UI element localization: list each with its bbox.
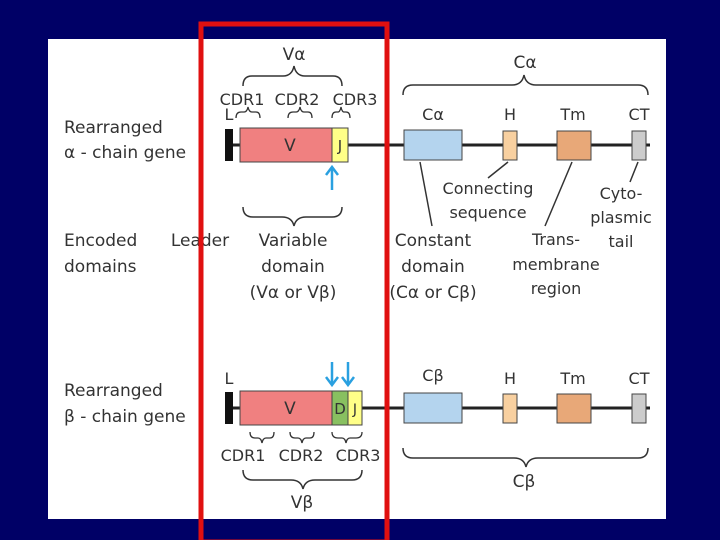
alpha-v-group-label: Vα bbox=[283, 45, 306, 65]
beta-cdr3-label: CDR3 bbox=[336, 446, 381, 465]
beta-h-segment-label: H bbox=[504, 369, 516, 388]
variable-label-2: domain bbox=[261, 257, 325, 277]
encoded-row-label-1: Encoded bbox=[64, 231, 137, 251]
beta-v-brace bbox=[242, 469, 363, 490]
variable-label-3: (Vα or Vβ) bbox=[250, 283, 337, 303]
alpha-row-label-2: α - chain gene bbox=[64, 143, 186, 163]
alpha-cdr2-brace bbox=[287, 106, 313, 119]
alpha-ct-segment-label: CT bbox=[629, 105, 650, 124]
beta-c-segment bbox=[403, 392, 463, 424]
highlight-box bbox=[198, 21, 390, 540]
beta-v-segment-label: V bbox=[284, 399, 296, 419]
beta-j-segment bbox=[347, 390, 363, 426]
beta-ct-segment-label: CT bbox=[629, 369, 650, 388]
beta-h-segment bbox=[502, 393, 518, 424]
alpha-v-brace bbox=[242, 65, 343, 87]
alpha-row-label-1: Rearranged bbox=[64, 118, 163, 138]
alpha-ct-segment bbox=[631, 130, 647, 161]
connecting-label-1: Connecting bbox=[443, 179, 534, 198]
alpha-h-segment bbox=[502, 130, 518, 161]
variable-domain-brace bbox=[242, 206, 343, 227]
alpha-c-segment bbox=[403, 129, 463, 161]
beta-tm-segment bbox=[556, 393, 592, 424]
connecting-label-2: sequence bbox=[449, 203, 526, 222]
constant-label-2: domain bbox=[401, 257, 465, 277]
beta-c-segment-label: Cβ bbox=[422, 366, 443, 385]
beta-v-group-label: Vβ bbox=[291, 493, 313, 513]
alpha-tm-segment-label: Tm bbox=[559, 105, 585, 124]
cyto-label-1: Cyto- bbox=[600, 184, 643, 203]
beta-leader-label: L bbox=[225, 369, 234, 388]
variable-label-1: Variable bbox=[259, 231, 328, 251]
constant-label-3: (Cα or Cβ) bbox=[389, 283, 476, 303]
cyto-pointer bbox=[629, 161, 639, 183]
alpha-c-brace bbox=[402, 74, 649, 96]
beta-j-segment-label: J bbox=[352, 402, 357, 418]
alpha-c-group-label: Cα bbox=[513, 53, 536, 73]
constant-pointer bbox=[419, 161, 433, 227]
beta-ct-segment bbox=[631, 393, 647, 424]
connecting-pointer bbox=[487, 161, 509, 179]
alpha-cdr2-label: CDR2 bbox=[275, 90, 320, 109]
alpha-v-segment bbox=[239, 127, 333, 163]
trans-label-3: region bbox=[531, 279, 582, 298]
alpha-leader-bar bbox=[225, 129, 233, 161]
constant-label-1: Constant bbox=[395, 231, 472, 251]
beta-row-label-2: β - chain gene bbox=[64, 407, 186, 427]
alpha-junction-arrow bbox=[325, 164, 339, 190]
beta-row-label-1: Rearranged bbox=[64, 381, 163, 401]
beta-junction-arrows bbox=[325, 362, 355, 388]
encoded-row-label-2: domains bbox=[64, 257, 137, 277]
trans-label-1: Trans- bbox=[531, 230, 580, 249]
beta-c-brace bbox=[402, 447, 649, 468]
alpha-cdr3-brace bbox=[331, 106, 351, 119]
beta-cdr1-brace bbox=[249, 431, 275, 444]
beta-cdr3-brace bbox=[331, 431, 363, 444]
beta-leader-bar bbox=[225, 392, 233, 424]
beta-d-segment-label: D bbox=[334, 400, 346, 418]
alpha-cdr1-brace bbox=[235, 106, 261, 119]
alpha-j-segment-label: J bbox=[337, 137, 342, 155]
white-panel bbox=[48, 39, 666, 519]
alpha-tm-segment bbox=[556, 130, 592, 161]
beta-v-segment bbox=[239, 390, 333, 426]
beta-tm-segment-label: Tm bbox=[559, 369, 585, 388]
beta-cdr2-label: CDR2 bbox=[279, 446, 324, 465]
beta-cdr2-brace bbox=[289, 431, 315, 444]
alpha-j-segment bbox=[331, 127, 349, 163]
alpha-c-segment-label: Cα bbox=[422, 105, 444, 124]
alpha-cdr1-label: CDR1 bbox=[220, 90, 265, 109]
alpha-cdr3-label: CDR3 bbox=[333, 90, 378, 109]
beta-c-group-label: Cβ bbox=[513, 472, 536, 492]
trans-label-2: membrane bbox=[512, 255, 600, 274]
cyto-label-2: plasmic bbox=[590, 208, 652, 227]
alpha-leader-label: L bbox=[225, 105, 234, 124]
beta-cdr1-label: CDR1 bbox=[221, 446, 266, 465]
cyto-label-3: tail bbox=[609, 232, 634, 251]
alpha-v-segment-label: V bbox=[284, 136, 296, 156]
alpha-h-segment-label: H bbox=[504, 105, 516, 124]
trans-pointer bbox=[544, 161, 573, 227]
